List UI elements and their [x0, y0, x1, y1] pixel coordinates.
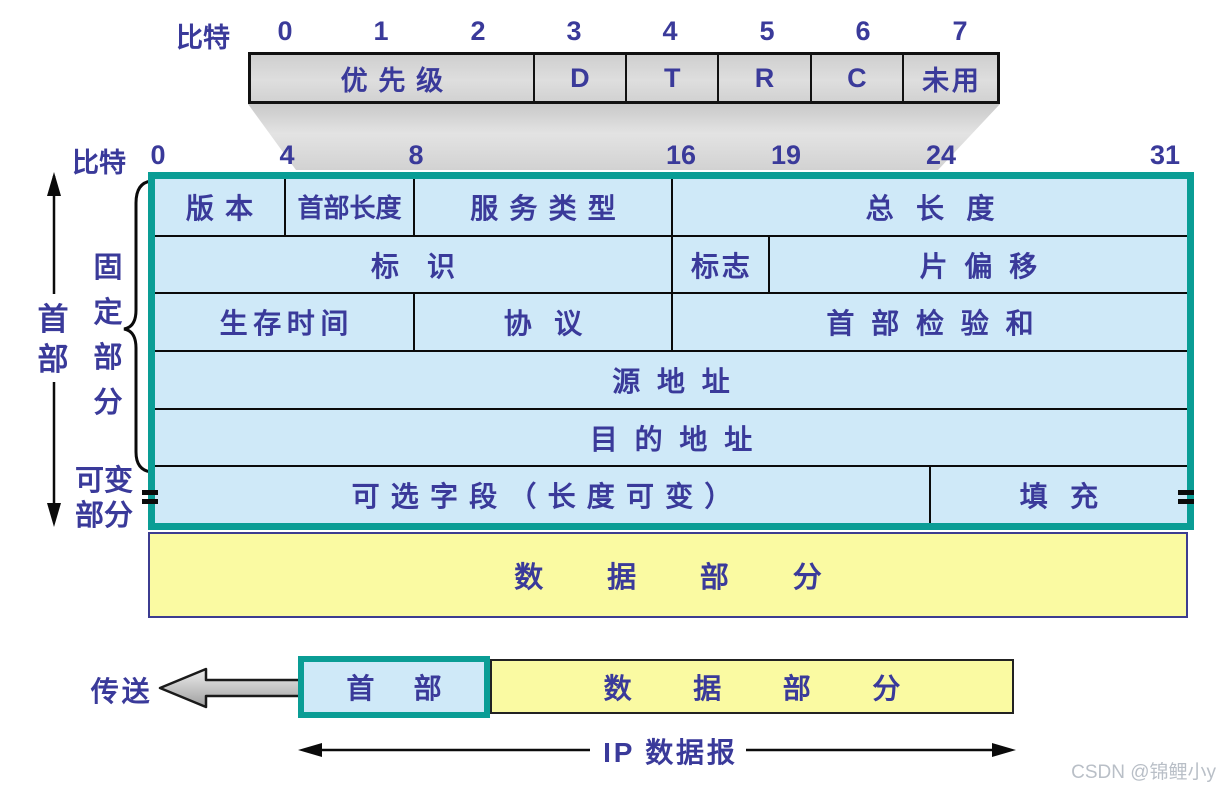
- field-source-address: 源地址: [612, 365, 747, 397]
- variable-part-line2: 部分: [74, 500, 133, 532]
- tos-bit-0: 0: [277, 16, 293, 46]
- csdn-watermark: CSDN @锦鲤小y: [1071, 762, 1216, 783]
- field-checksum: 首部检验和: [671, 294, 1187, 351]
- fixed-part-brace: [123, 179, 152, 474]
- header-bit-8: 8: [408, 140, 424, 170]
- fixed-part-label: 固定部分: [93, 252, 123, 419]
- tos-cell-t: T: [625, 55, 717, 101]
- header-row-1: 版本 首部长度 服务类型 总长度: [155, 179, 1187, 235]
- data-section-box: 数据部分: [148, 532, 1188, 618]
- header-row-5: 目的地址: [155, 407, 1187, 466]
- field-protocol: 协议: [413, 294, 671, 351]
- field-destination-address: 目的地址: [589, 423, 769, 455]
- variable-part-label: 可变 部分: [64, 464, 144, 534]
- field-tos: 服务类型: [413, 179, 671, 235]
- tos-cell-r: R: [717, 55, 809, 101]
- ip-header-table: 版本 首部长度 服务类型 总长度 标识 标志 片偏移 生存时间 协议 首部检验和…: [148, 172, 1194, 530]
- header-bit-caption: 比特: [72, 148, 126, 178]
- header-row-6: 可选字段（长度可变） 填充: [155, 465, 1187, 524]
- datagram-arrowhead-left: [298, 743, 322, 757]
- field-identification: 标识: [370, 250, 483, 282]
- tos-cell-d: D: [532, 55, 625, 101]
- tos-bit-4: 4: [662, 16, 678, 46]
- tos-bit-5: 5: [759, 16, 775, 46]
- tos-cell-unused: 未用: [901, 55, 997, 101]
- transmit-label: 传送: [90, 676, 153, 707]
- ip-datagram-label: IP 数据报: [603, 737, 738, 768]
- tos-byte-table: 优先级 D T R C 未用: [248, 52, 1000, 104]
- header-row-2: 标识 标志 片偏移: [155, 234, 1187, 293]
- tos-bit-3: 3: [566, 16, 582, 46]
- field-flags: 标志: [671, 236, 768, 293]
- tos-bit-caption: 比特: [176, 23, 230, 53]
- header-span-label: 首部: [37, 302, 69, 377]
- tos-bit-1: 1: [373, 16, 389, 46]
- header-bit-31: 31: [1149, 140, 1181, 170]
- field-padding: 填充: [929, 467, 1187, 524]
- field-fragment-offset: 片偏移: [767, 236, 1187, 293]
- field-version: 版本: [185, 192, 265, 224]
- header-bit-4: 4: [279, 140, 295, 170]
- bottom-data-box: 数据部分: [490, 659, 1014, 714]
- header-bit-16: 16: [665, 140, 697, 170]
- field-total-length: 总长度: [671, 179, 1187, 235]
- break-mark-right: [1178, 490, 1194, 506]
- tos-cell-c: C: [809, 55, 902, 101]
- header-row-4: 源地址: [155, 350, 1187, 408]
- tos-cell-precedence: 优先级: [340, 65, 454, 96]
- tos-expansion-funnel: [248, 104, 1000, 170]
- datagram-arrowhead-right: [992, 743, 1016, 757]
- tos-bit-6: 6: [855, 16, 871, 46]
- header-row-3: 生存时间 协议 首部检验和: [155, 292, 1187, 351]
- variable-part-line1: 可变: [74, 465, 133, 497]
- transmit-arrow-icon: [158, 667, 302, 709]
- field-ihl: 首部长度: [284, 179, 413, 235]
- tos-bit-2: 2: [470, 16, 486, 46]
- break-mark-left: [142, 490, 158, 506]
- tos-bit-7: 7: [952, 16, 968, 46]
- header-extent-arrowhead-top: [47, 172, 61, 196]
- header-bit-24: 24: [925, 140, 957, 170]
- bottom-header-box: 首部: [298, 656, 490, 718]
- header-bit-0: 0: [150, 140, 166, 170]
- header-bit-19: 19: [770, 140, 802, 170]
- field-options: 可选字段（长度可变）: [351, 481, 744, 513]
- field-ttl: 生存时间: [219, 308, 354, 340]
- header-extent-arrowhead-bottom: [47, 503, 61, 527]
